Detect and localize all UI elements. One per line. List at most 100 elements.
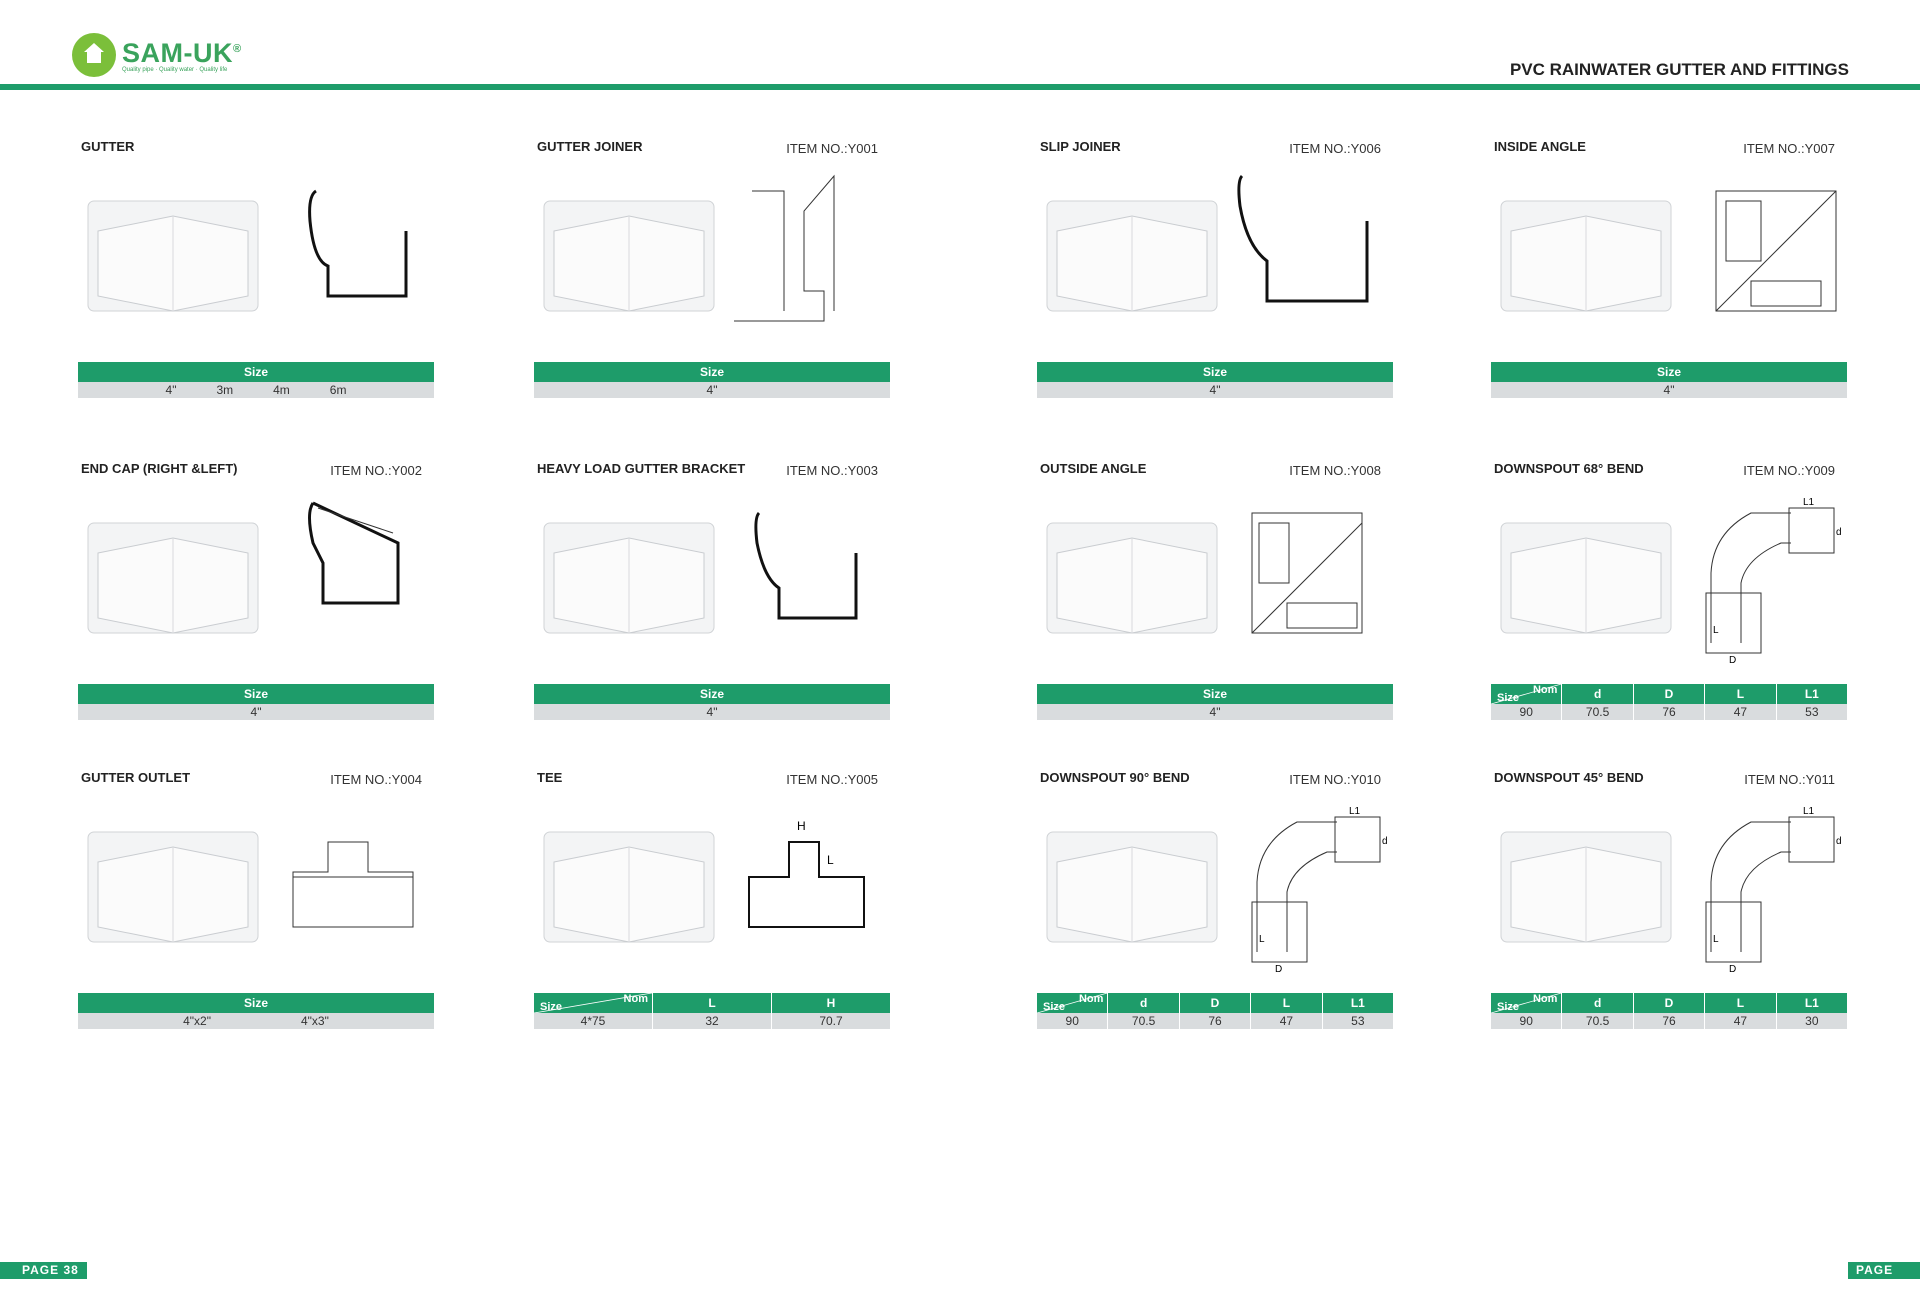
product-title: DOWNSPOUT 45° BEND bbox=[1494, 770, 1644, 785]
size-header: Size bbox=[699, 687, 724, 701]
table-cell: 90 bbox=[1519, 1014, 1533, 1028]
product-title: END CAP (RIGHT &LEFT) bbox=[81, 461, 238, 476]
column-header: L1 bbox=[1321, 993, 1393, 1013]
product-photo bbox=[543, 200, 715, 312]
table-cell: 70.7 bbox=[771, 1013, 890, 1029]
table-cell: 53 bbox=[1321, 1013, 1393, 1029]
diagonal-divider bbox=[1491, 684, 1562, 704]
product-title: OUTSIDE ANGLE bbox=[1040, 461, 1147, 476]
page-number-left: PAGE 38 bbox=[0, 1262, 87, 1279]
nom-label: Nom bbox=[1078, 993, 1104, 1005]
product-title: INSIDE ANGLE bbox=[1494, 139, 1586, 154]
size-value: 4" bbox=[165, 383, 177, 397]
size-header: Size bbox=[243, 365, 268, 379]
brand-logo: SAM-UK® Quality pipe · Quality water · Q… bbox=[72, 33, 242, 77]
nom-label: Nom bbox=[623, 993, 648, 1005]
table-cell: 76 bbox=[1632, 704, 1704, 720]
catalog-title: PVC RAINWATER GUTTER AND FITTINGS bbox=[1509, 60, 1849, 79]
technical-drawing bbox=[1237, 174, 1369, 303]
column-header: d bbox=[1107, 993, 1178, 1013]
technical-drawing bbox=[1251, 512, 1363, 634]
size-header: Size bbox=[1202, 687, 1227, 701]
technical-drawing bbox=[308, 501, 400, 605]
drawing-label-l1: L1 bbox=[1803, 806, 1815, 817]
size-value: 4m bbox=[273, 383, 290, 397]
product-photo bbox=[1046, 831, 1218, 943]
product-photo bbox=[1500, 831, 1672, 943]
table-cell: 76 bbox=[1632, 1013, 1704, 1029]
product-photo bbox=[1500, 522, 1672, 634]
technical-drawing bbox=[1715, 190, 1837, 312]
item-number: ITEM NO.:Y005 bbox=[786, 772, 878, 787]
product-illustration bbox=[87, 189, 408, 312]
size-value: 4"x2" bbox=[183, 1014, 211, 1028]
drawing-label-l1: L1 bbox=[1349, 806, 1361, 817]
table-cell: 47 bbox=[1704, 1013, 1775, 1029]
column-header: L bbox=[1250, 993, 1321, 1013]
nom-label: Nom bbox=[1532, 684, 1558, 696]
column-header: L bbox=[652, 993, 771, 1013]
drawing-label-l: L bbox=[1713, 934, 1719, 945]
product-illustration bbox=[1500, 190, 1837, 312]
product-title: DOWNSPOUT 68° BEND bbox=[1494, 461, 1644, 476]
product-title: GUTTER bbox=[81, 139, 135, 154]
table-cell: 70.5 bbox=[1107, 1013, 1178, 1029]
column-header: D bbox=[1632, 684, 1704, 704]
house-logo-icon bbox=[72, 33, 116, 77]
column-header: D bbox=[1632, 993, 1704, 1013]
item-number: ITEM NO.:Y007 bbox=[1743, 141, 1835, 156]
technical-drawing bbox=[754, 511, 858, 620]
size-value: 4" bbox=[1209, 383, 1221, 397]
size-header: Size bbox=[1656, 365, 1681, 379]
diagonal-divider bbox=[1037, 993, 1108, 1013]
product-title: TEE bbox=[537, 770, 563, 785]
item-number: ITEM NO.:Y002 bbox=[330, 463, 422, 478]
spec-table: Size 4" bbox=[1037, 684, 1393, 720]
size-label: Size bbox=[540, 1001, 563, 1013]
column-header: L bbox=[1704, 993, 1775, 1013]
brand-name: SAM-UK® bbox=[122, 37, 242, 68]
item-number: ITEM NO.:Y001 bbox=[786, 141, 878, 156]
product-photo bbox=[1046, 200, 1218, 312]
table-cell: 53 bbox=[1775, 704, 1847, 720]
size-value: 6m bbox=[329, 383, 347, 397]
item-number: ITEM NO.:Y011 bbox=[1744, 772, 1835, 787]
product-illustration bbox=[87, 831, 414, 943]
table-cell: 76 bbox=[1178, 1013, 1250, 1029]
nom-label: Nom bbox=[1532, 993, 1558, 1005]
product-photo bbox=[543, 831, 715, 943]
product-title: SLIP JOINER bbox=[1040, 139, 1121, 154]
product-title: GUTTER JOINER bbox=[537, 139, 643, 154]
diagonal-divider bbox=[534, 993, 652, 1013]
table-cell: 70.5 bbox=[1561, 1013, 1632, 1029]
size-value: 4" bbox=[250, 705, 262, 719]
product-photo bbox=[87, 831, 259, 943]
column-header: L bbox=[1704, 684, 1775, 704]
size-value: 4" bbox=[1209, 705, 1221, 719]
table-cell: 90 bbox=[1065, 1014, 1079, 1028]
column-header: d bbox=[1561, 684, 1632, 704]
technical-drawing: HL bbox=[748, 819, 865, 928]
column-header: L1 bbox=[1775, 684, 1847, 704]
product-photo bbox=[1046, 522, 1218, 634]
table-cell: 4*75 bbox=[580, 1014, 606, 1028]
column-header: d bbox=[1561, 993, 1632, 1013]
drawing-label-l: L bbox=[1713, 625, 1719, 636]
item-number: ITEM NO.:Y003 bbox=[786, 463, 878, 478]
technical-drawing bbox=[308, 189, 408, 298]
